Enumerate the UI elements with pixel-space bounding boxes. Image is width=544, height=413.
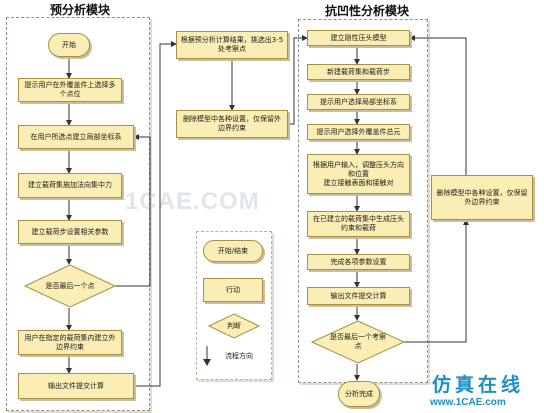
dent-step-rigid-indenter: 建立刚性压头模型 xyxy=(307,30,410,46)
dent-decision-label: 是否最后一个考察点 xyxy=(330,333,386,350)
legend-panel xyxy=(196,231,272,380)
dent-end-node: 分析完成 xyxy=(338,381,380,407)
dent-analysis-title: 抗凹性分析模块 xyxy=(324,4,409,18)
dent-step-submit: 输出文件提交计算 xyxy=(307,287,410,305)
legend-flow-arrow-icon xyxy=(203,346,211,366)
dent-step-adjust-indenter: 根据用户输入，调整压头方向和位置 建立接触表面和接触对 xyxy=(307,154,410,194)
pre-step-boundary: 用户在指定的载荷集内建立外边界约束 xyxy=(18,330,122,355)
legend-action: 行动 xyxy=(203,278,263,302)
pre-step-select-points: 提示用户在外覆盖件上选择多个点位 xyxy=(18,78,122,102)
legend-decision-label: 判断 xyxy=(227,321,241,330)
legend-flow-label: 流程方向 xyxy=(225,351,253,360)
dent-step-select-coord: 提示用户选择局部坐标系 xyxy=(307,94,410,110)
dent-step-select-element: 提示用户选择外覆盖件总元 xyxy=(307,124,410,140)
legend-terminal: 开始/结束 xyxy=(203,240,263,262)
dent-step-generate-loads: 在已建立的载荷集中生成压头约束和载荷 xyxy=(307,211,410,237)
brand-watermark: 仿真在线 xyxy=(432,374,525,396)
pre-decision-label: 是否最后一个点 xyxy=(45,281,95,290)
mid-select-check-points: 根据预分析计算结果，挑选出3-5处考察点 xyxy=(176,31,288,59)
dent-decision-diamond xyxy=(311,320,405,364)
legend-decision-diamond xyxy=(208,313,260,339)
pre-decision-diamond xyxy=(24,264,116,308)
pre-start-node: 开始 xyxy=(48,33,90,57)
center-watermark: 1CAE.COM xyxy=(125,188,260,215)
dent-side-remove-settings: 删除模型中各种设置，仅保留外边界约束 xyxy=(431,175,533,220)
pre-step-submit: 输出文件提交计算 xyxy=(18,373,134,399)
pre-step-normal-force: 建立载荷集施加法向集中力 xyxy=(18,173,122,198)
dent-step-finish-params: 完成各项参数设置 xyxy=(307,254,410,270)
url-watermark: www.1CAE.com xyxy=(430,397,506,408)
mid-remove-settings: 删除模型中各种设置，仅保留外边界约束 xyxy=(176,110,288,138)
pre-step-load-step: 建立载荷步设置相关参数 xyxy=(18,220,122,244)
pre-step-local-coord: 在用户所选点建立局部坐标系 xyxy=(18,125,134,149)
pre-analysis-title: 预分析模块 xyxy=(49,3,110,17)
dent-step-load-set: 新建载荷集和载荷步 xyxy=(307,64,410,80)
